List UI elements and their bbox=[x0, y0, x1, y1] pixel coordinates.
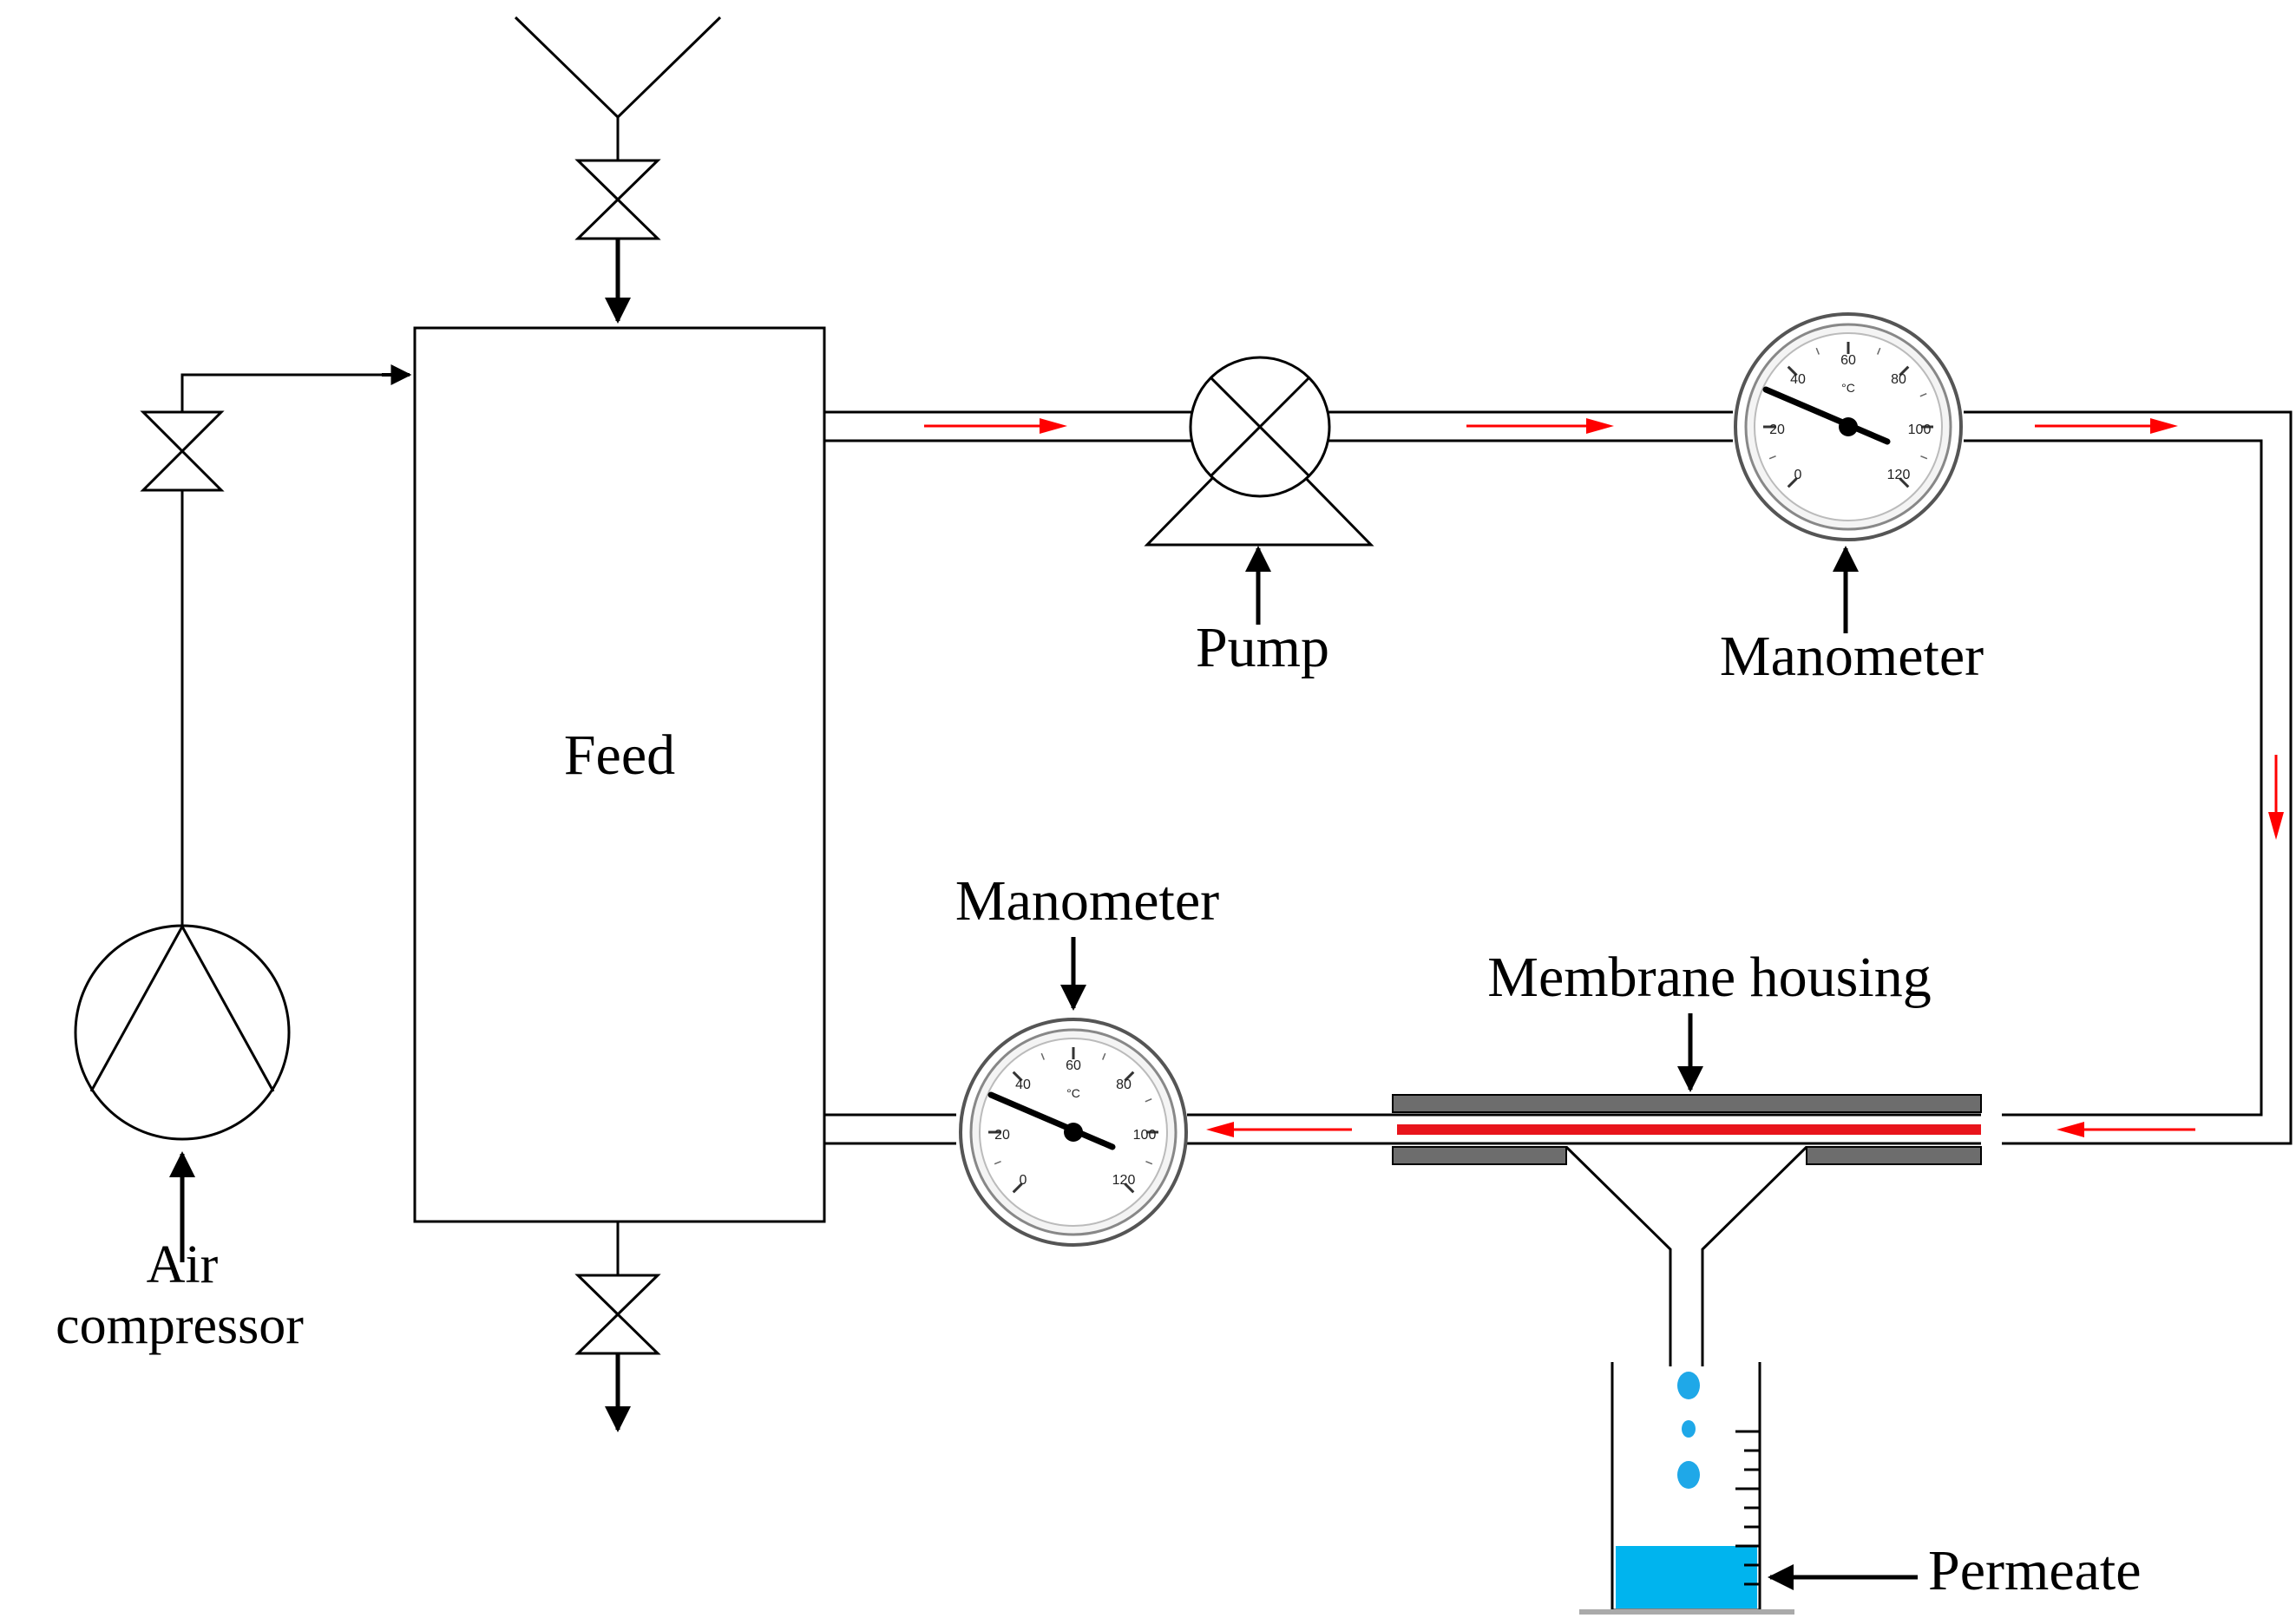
svg-text:80: 80 bbox=[1891, 372, 1906, 387]
svg-text:0: 0 bbox=[1794, 468, 1802, 482]
drain-valve bbox=[574, 1274, 661, 1355]
feed-tank bbox=[413, 326, 826, 1223]
svg-text:120: 120 bbox=[1887, 468, 1911, 482]
svg-text:120: 120 bbox=[1112, 1173, 1136, 1188]
bottom-manometer: 0 20 40 60 80 100 120 °C bbox=[959, 1018, 1188, 1247]
svg-text:40: 40 bbox=[1015, 1078, 1031, 1092]
air-compressor-label-line1: Air bbox=[147, 1235, 219, 1294]
membrane-sheet bbox=[1397, 1124, 1981, 1135]
svg-text:60: 60 bbox=[1840, 353, 1856, 368]
air-valve bbox=[140, 410, 225, 492]
air-compressor bbox=[74, 923, 291, 1141]
svg-text:100: 100 bbox=[1908, 423, 1932, 437]
air-compressor-label-line2: compressor bbox=[56, 1296, 304, 1355]
membrane-housing-label: Membrane housing bbox=[1487, 946, 1931, 1009]
membrane-housing bbox=[1392, 1094, 1982, 1165]
svg-text:100: 100 bbox=[1133, 1128, 1157, 1143]
svg-text:80: 80 bbox=[1116, 1078, 1132, 1092]
pump-label: Pump bbox=[1196, 616, 1329, 679]
pump bbox=[1144, 356, 1374, 547]
permeate-label: Permeate bbox=[1928, 1539, 2142, 1602]
permeate-droplets bbox=[1677, 1372, 1700, 1489]
bottom-manometer-label: Manometer bbox=[955, 869, 1219, 933]
feed-label: Feed bbox=[564, 724, 675, 787]
svg-text:°C: °C bbox=[1841, 381, 1855, 395]
svg-text:°C: °C bbox=[1066, 1086, 1080, 1100]
loop-pipe bbox=[824, 410, 2293, 1145]
air-line bbox=[180, 373, 395, 927]
svg-text:20: 20 bbox=[1769, 423, 1785, 437]
svg-text:20: 20 bbox=[994, 1128, 1010, 1143]
top-manometer: 0 20 40 60 80 100 120 °C bbox=[1734, 312, 1963, 541]
top-inlet-valve bbox=[574, 159, 661, 240]
svg-text:60: 60 bbox=[1066, 1058, 1081, 1073]
permeate-funnel bbox=[1565, 1145, 1808, 1366]
top-inlet-funnel bbox=[514, 16, 722, 160]
svg-text:40: 40 bbox=[1790, 372, 1806, 387]
permeate-cylinder bbox=[1579, 1362, 1794, 1615]
svg-text:0: 0 bbox=[1020, 1173, 1027, 1188]
flow-arrows bbox=[924, 418, 2284, 1137]
top-manometer-label: Manometer bbox=[1720, 625, 1984, 688]
